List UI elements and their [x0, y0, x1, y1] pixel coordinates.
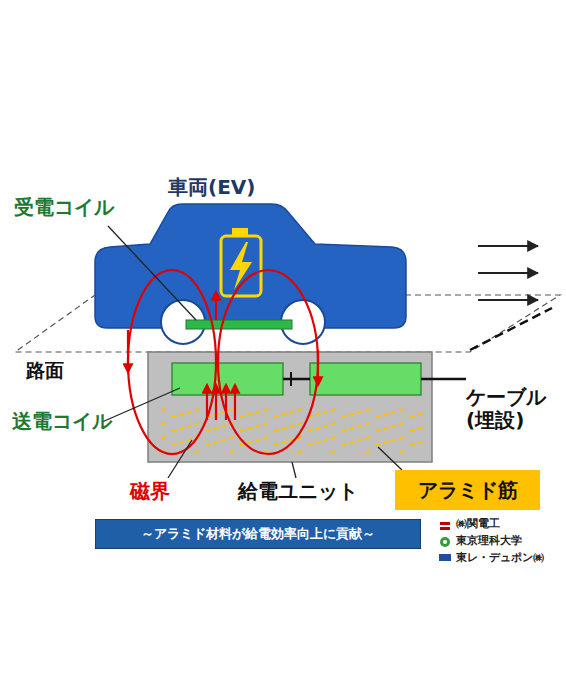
cable-dashed	[470, 308, 552, 350]
motion-arrows	[478, 246, 538, 300]
logo-text: 東レ・デュポン㈱	[456, 552, 544, 565]
material-box: アラミド筋	[395, 470, 540, 510]
part-label: 給電ユニット	[238, 480, 358, 503]
magnetic-field	[128, 270, 318, 454]
logo-text: 東京理科大学	[456, 535, 522, 548]
aramid-fibers	[158, 408, 424, 454]
logo-text: ㈱関電工	[456, 518, 500, 531]
part-label: 送電コイル	[12, 410, 112, 433]
banner: ～アラミド材料が給電効率向上に貢献～	[95, 519, 421, 549]
node-text: アラミド筋	[418, 477, 518, 504]
vehicle-label: 車両(EV)	[168, 176, 255, 199]
part-label: 路面	[26, 360, 64, 382]
part-label: 受電コイル	[14, 196, 114, 219]
node-text: ～アラミド材料が給電効率向上に貢献～	[141, 525, 375, 543]
part-label: 磁界	[130, 480, 170, 503]
leader-lines	[102, 226, 402, 478]
part-label: ケーブル (埋設)	[466, 386, 556, 432]
logo-icons	[439, 522, 451, 561]
car	[95, 204, 406, 344]
